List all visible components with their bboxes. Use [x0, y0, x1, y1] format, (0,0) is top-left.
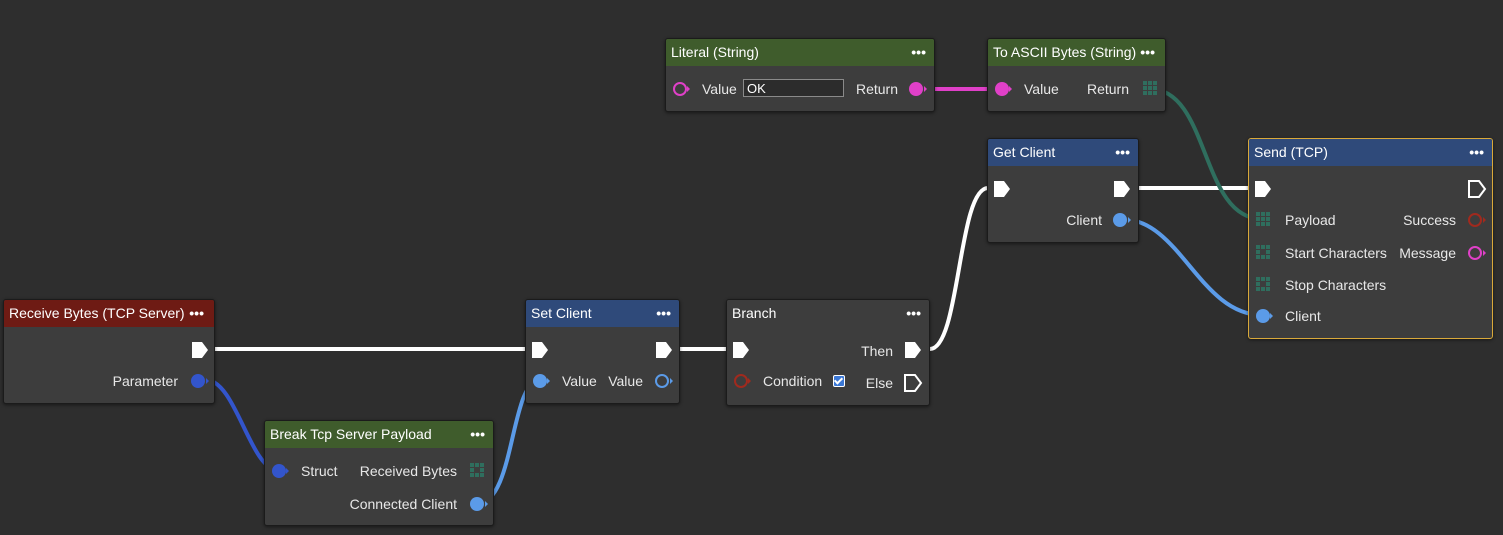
node-title: Receive Bytes (TCP Server)	[9, 305, 185, 321]
string-in-pin-icon[interactable]	[992, 80, 1012, 98]
pin-label-return: Return	[1086, 81, 1129, 97]
pin-label-client: Client	[1066, 212, 1102, 228]
bool-out-pin-icon[interactable]	[1467, 211, 1487, 229]
string-out-pin-icon[interactable]	[1467, 244, 1487, 262]
pin-label-value: Value	[702, 81, 737, 97]
pin-label-condition: Condition	[763, 373, 823, 389]
more-options-icon[interactable]: •••	[906, 305, 921, 321]
pin-label-value-out: Value	[608, 373, 643, 389]
exec-out-pin-icon[interactable]	[903, 373, 923, 393]
struct-in-pin-icon[interactable]	[269, 462, 289, 480]
node-title: Get Client	[993, 144, 1056, 160]
pin-label-payload: Payload	[1285, 212, 1336, 228]
node-header[interactable]: Send (TCP) •••	[1249, 139, 1492, 166]
client-out-pin-icon[interactable]	[654, 372, 674, 390]
more-options-icon[interactable]: •••	[911, 44, 926, 60]
more-options-icon[interactable]: •••	[1140, 44, 1155, 60]
node-header[interactable]: Get Client •••	[988, 139, 1138, 166]
bool-in-pin-icon[interactable]	[731, 372, 751, 390]
client-in-pin-icon[interactable]	[530, 372, 550, 390]
node-header[interactable]: Literal (String) •••	[666, 39, 934, 66]
pin-label-struct: Struct	[301, 463, 338, 479]
more-options-icon[interactable]: •••	[1469, 144, 1484, 160]
exec-in-pin-icon[interactable]	[1253, 179, 1273, 199]
exec-out-pin-icon[interactable]	[190, 340, 210, 360]
node-header[interactable]: To ASCII Bytes (String) •••	[988, 39, 1165, 66]
pin-label-value-in: Value	[562, 373, 597, 389]
pin-label-received-bytes: Received Bytes	[359, 463, 457, 479]
node-set-client[interactable]: Set Client ••• Value Value	[525, 299, 680, 404]
node-title: Branch	[732, 305, 777, 321]
struct-out-pin-icon[interactable]	[190, 372, 210, 390]
more-options-icon[interactable]: •••	[189, 305, 204, 321]
node-header[interactable]: Break Tcp Server Payload •••	[265, 421, 493, 448]
exec-wire-branch-to-getclient	[929, 186, 989, 351]
client-out-pin-icon[interactable]	[1112, 211, 1132, 229]
pin-label-client: Client	[1285, 308, 1321, 324]
byte-array-in-pin-icon[interactable]	[1255, 244, 1271, 260]
pin-label-else: Else	[865, 375, 893, 391]
byte-array-in-pin-icon[interactable]	[1255, 211, 1271, 227]
node-receive-bytes[interactable]: Receive Bytes (TCP Server) ••• Parameter	[3, 299, 215, 404]
condition-checkbox[interactable]	[833, 375, 845, 387]
byte-array-out-pin-icon[interactable]	[1142, 80, 1158, 96]
node-get-client[interactable]: Get Client ••• Client	[987, 138, 1139, 243]
pin-label-stop-characters: Stop Characters	[1285, 277, 1387, 293]
pin-label-then: Then	[861, 343, 893, 359]
pin-label-message: Message	[1399, 245, 1456, 261]
node-title: Send (TCP)	[1254, 144, 1328, 160]
pin-label-return: Return	[855, 81, 898, 97]
exec-out-pin-icon[interactable]	[654, 340, 674, 360]
exec-out-pin-icon[interactable]	[1467, 179, 1487, 199]
byte-array-in-pin-icon[interactable]	[1255, 276, 1271, 292]
node-to-ascii-bytes[interactable]: To ASCII Bytes (String) ••• Value Return	[987, 38, 1166, 112]
pin-label-success: Success	[1403, 212, 1456, 228]
string-in-pin-icon[interactable]	[670, 80, 690, 98]
more-options-icon[interactable]: •••	[1115, 144, 1130, 160]
bytes-wire	[1149, 87, 1263, 221]
byte-array-out-pin-icon[interactable]	[469, 462, 485, 478]
node-header[interactable]: Set Client •••	[526, 300, 679, 327]
string-out-pin-icon[interactable]	[908, 80, 928, 98]
pin-label-connected-client: Connected Client	[349, 496, 457, 512]
client-wire-to-send	[1121, 217, 1263, 317]
pin-label-parameter: Parameter	[112, 373, 178, 389]
node-send-tcp[interactable]: Send (TCP) ••• Payload Success Start Cha…	[1248, 138, 1493, 339]
literal-value-input[interactable]	[743, 79, 844, 97]
exec-in-pin-icon[interactable]	[992, 179, 1012, 199]
exec-out-pin-icon[interactable]	[1112, 179, 1132, 199]
node-header[interactable]: Branch •••	[727, 300, 929, 327]
exec-in-pin-icon[interactable]	[731, 340, 751, 360]
node-title: Literal (String)	[671, 44, 759, 60]
node-title: Break Tcp Server Payload	[270, 426, 432, 442]
node-header[interactable]: Receive Bytes (TCP Server) •••	[4, 300, 214, 327]
exec-out-pin-icon[interactable]	[903, 340, 923, 360]
node-title: Set Client	[531, 305, 592, 321]
more-options-icon[interactable]: •••	[470, 426, 485, 442]
client-out-pin-icon[interactable]	[469, 495, 489, 513]
pin-label-value: Value	[1024, 81, 1059, 97]
node-break-tcp-server-payload[interactable]: Break Tcp Server Payload ••• Struct Rece…	[264, 420, 494, 526]
node-branch[interactable]: Branch ••• Then Condition Else	[726, 299, 930, 406]
client-in-pin-icon[interactable]	[1253, 307, 1273, 325]
node-literal-string[interactable]: Literal (String) ••• Value Return	[665, 38, 935, 112]
exec-in-pin-icon[interactable]	[530, 340, 550, 360]
node-title: To ASCII Bytes (String)	[993, 44, 1137, 60]
pin-label-start-characters: Start Characters	[1285, 245, 1387, 261]
more-options-icon[interactable]: •••	[656, 305, 671, 321]
